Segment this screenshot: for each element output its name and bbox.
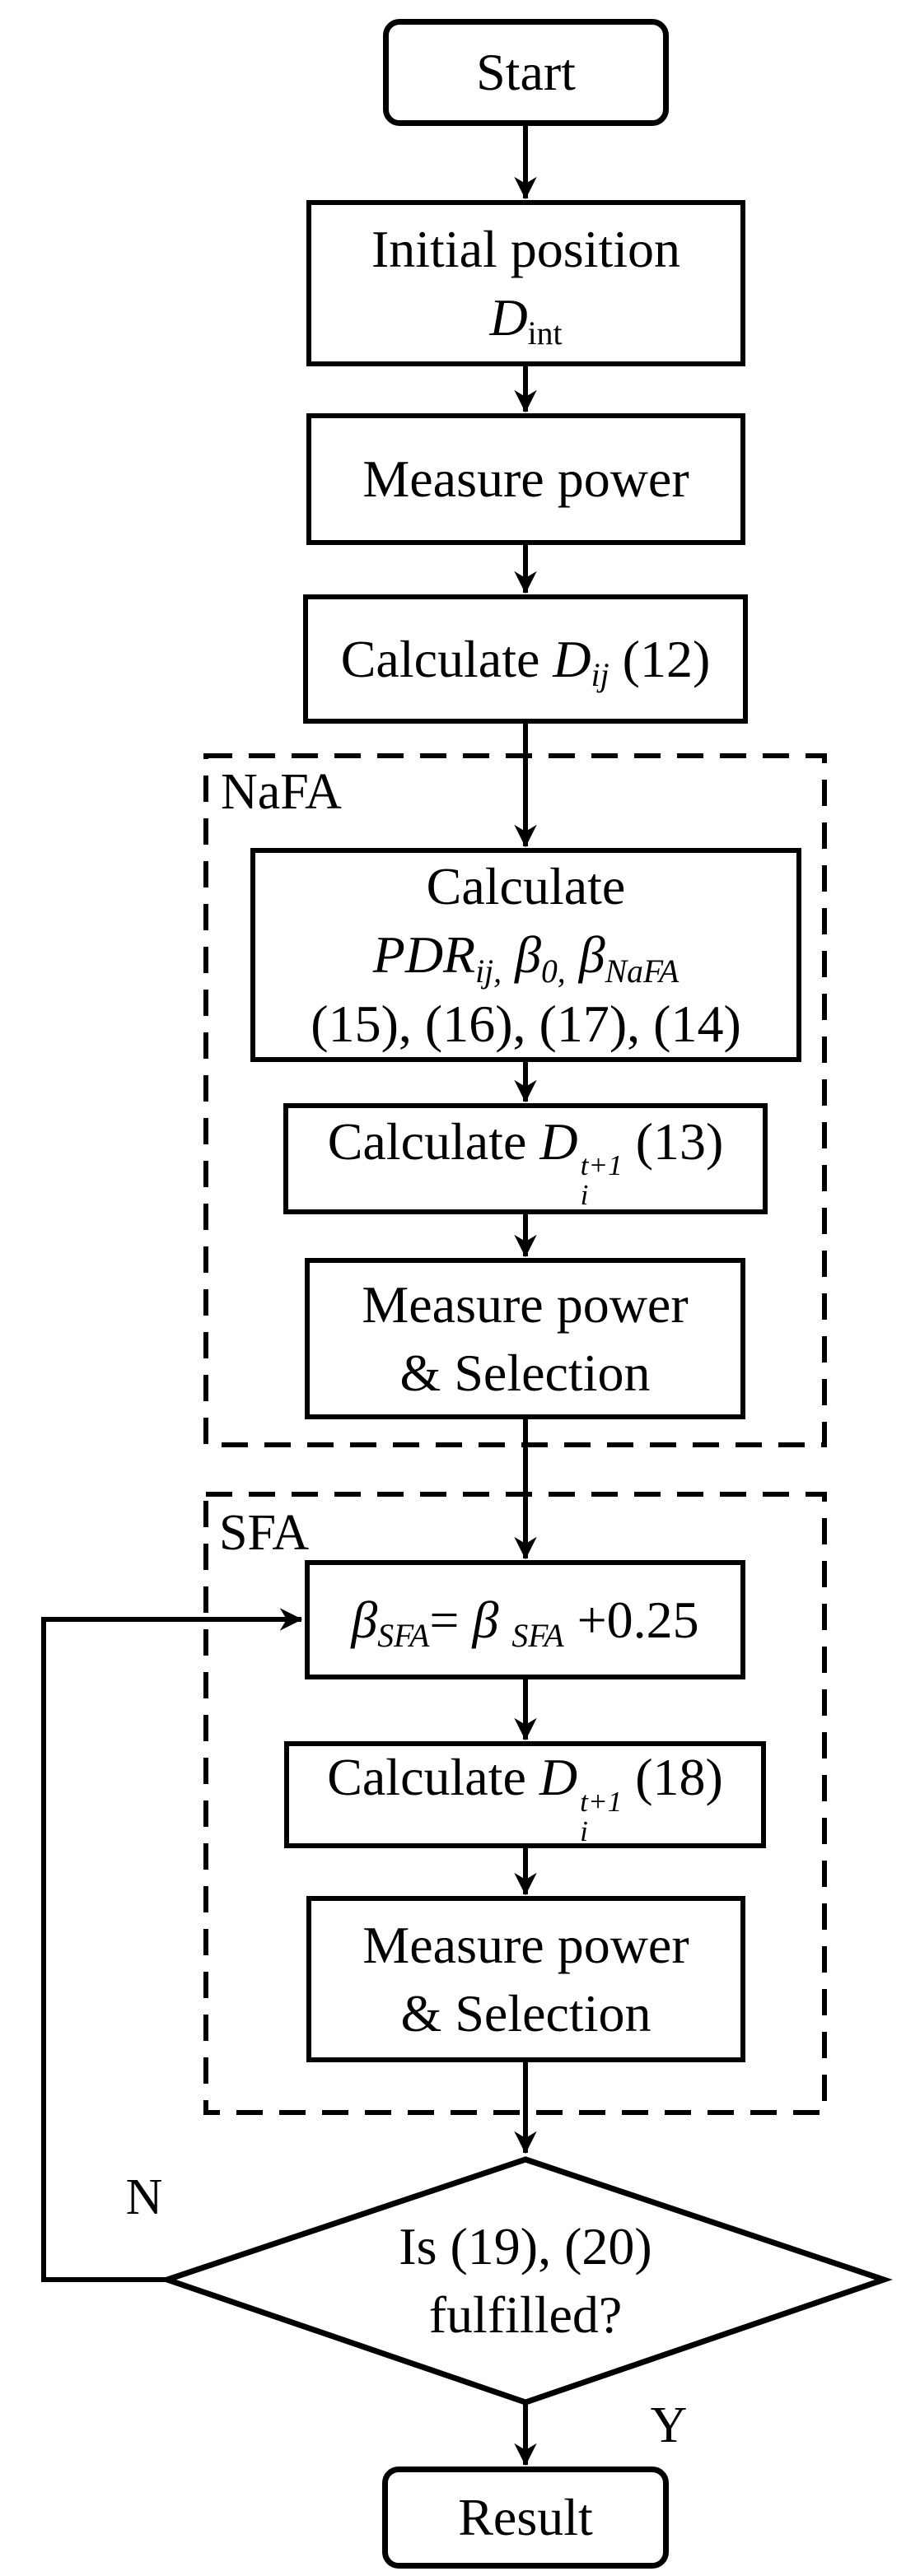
nafa-group-label: NaFA xyxy=(221,764,342,820)
flow-node-beta-update: βSFA= β SFA +0.25 xyxy=(305,1560,745,1679)
sfa-group-label: SFA xyxy=(219,1505,310,1561)
flow-node-decision: Is (19), (20)fulfilled? xyxy=(399,2216,652,2344)
flow-node-measure-selection-nafa: Measure power& Selection xyxy=(305,1258,745,1419)
flow-node-result: Result xyxy=(382,2467,669,2569)
no-branch-label: N xyxy=(125,2169,163,2225)
nafa-group-border xyxy=(203,753,827,1447)
flow-node-measure-selection-sfa: Measure power& Selection xyxy=(306,1896,745,2062)
flow-node-calculate-dij: Calculate Dij (12) xyxy=(303,594,748,724)
flow-node-measure-power: Measure power xyxy=(306,413,745,545)
yes-branch-label: Y xyxy=(650,2397,688,2453)
flow-node-start: Start xyxy=(383,19,669,126)
sfa-group-border xyxy=(203,1492,827,2115)
no-branch-loop-arrow xyxy=(41,1608,303,2282)
